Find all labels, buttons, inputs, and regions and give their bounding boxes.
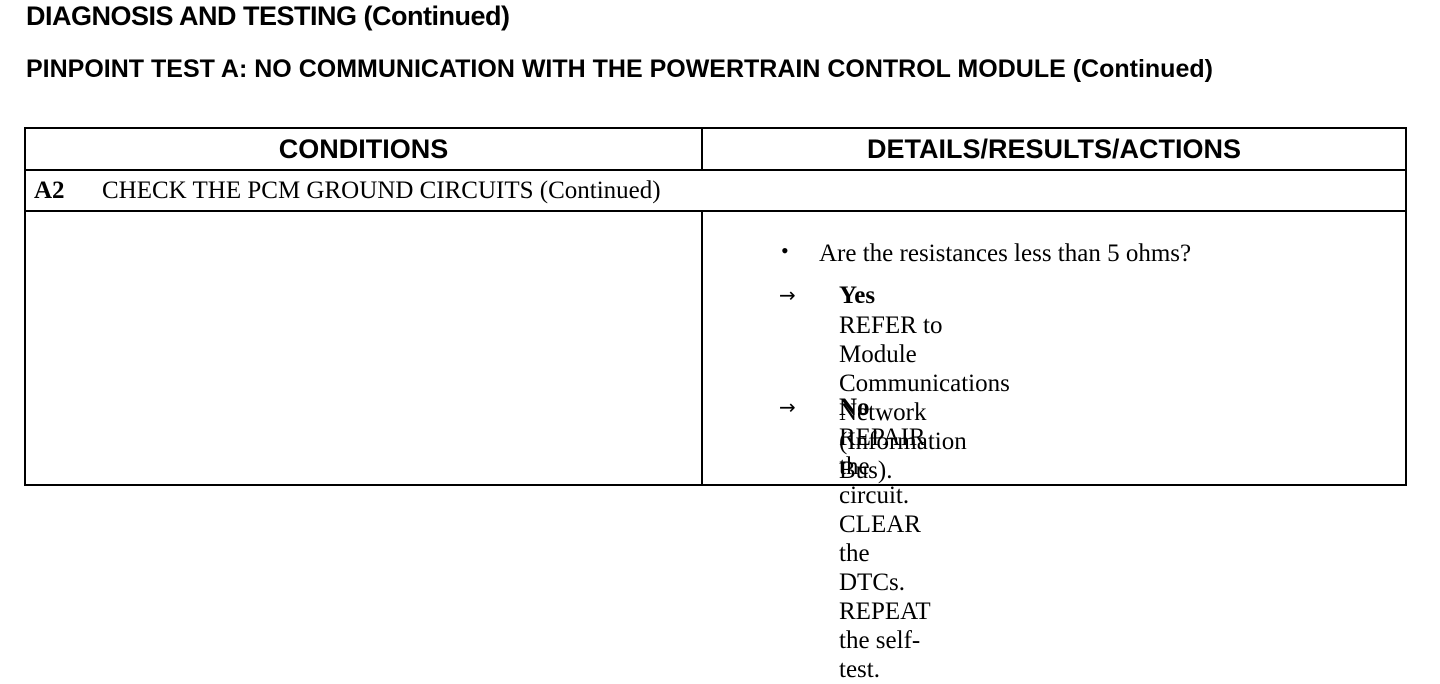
column-header-conditions: CONDITIONS xyxy=(24,127,703,171)
details-cell: • Are the resistances less than 5 ohms? … xyxy=(701,210,1407,683)
conditions-cell xyxy=(24,210,703,486)
table-header-row: CONDITIONS DETAILS/RESULTS/ACTIONS xyxy=(24,127,1407,171)
result-action-yes: REFER to Module Communications Network (… xyxy=(839,312,1010,484)
result-action-no: REPAIR the circuit. CLEAR the DTCs. REPE… xyxy=(839,424,931,683)
details-question: Are the resistances less than 5 ohms? xyxy=(819,240,1192,267)
section-title: DIAGNOSIS AND TESTING (Continued) xyxy=(26,1,510,31)
step-cell: A2 CHECK THE PCM GROUND CIRCUITS (Continu… xyxy=(24,169,1407,212)
pinpoint-test-title: PINPOINT TEST A: NO COMMUNICATION WITH T… xyxy=(26,55,1213,83)
column-header-details: DETAILS/RESULTS/ACTIONS xyxy=(701,127,1407,171)
table-body-row: • Are the resistances less than 5 ohms? … xyxy=(24,210,1407,683)
bullet-icon: • xyxy=(781,238,789,263)
step-title: CHECK THE PCM GROUND CIRCUITS (Continued… xyxy=(102,176,661,204)
arrow-right-icon: → xyxy=(779,395,796,419)
step-id: A2 xyxy=(34,176,65,204)
step-row: A2 CHECK THE PCM GROUND CIRCUITS (Continu… xyxy=(24,169,1407,212)
result-label-no: No xyxy=(839,394,870,421)
pinpoint-test-table: CONDITIONS DETAILS/RESULTS/ACTIONS A2 CHE… xyxy=(24,127,1407,683)
arrow-right-icon: → xyxy=(779,283,796,307)
result-label-yes: Yes xyxy=(839,282,876,309)
